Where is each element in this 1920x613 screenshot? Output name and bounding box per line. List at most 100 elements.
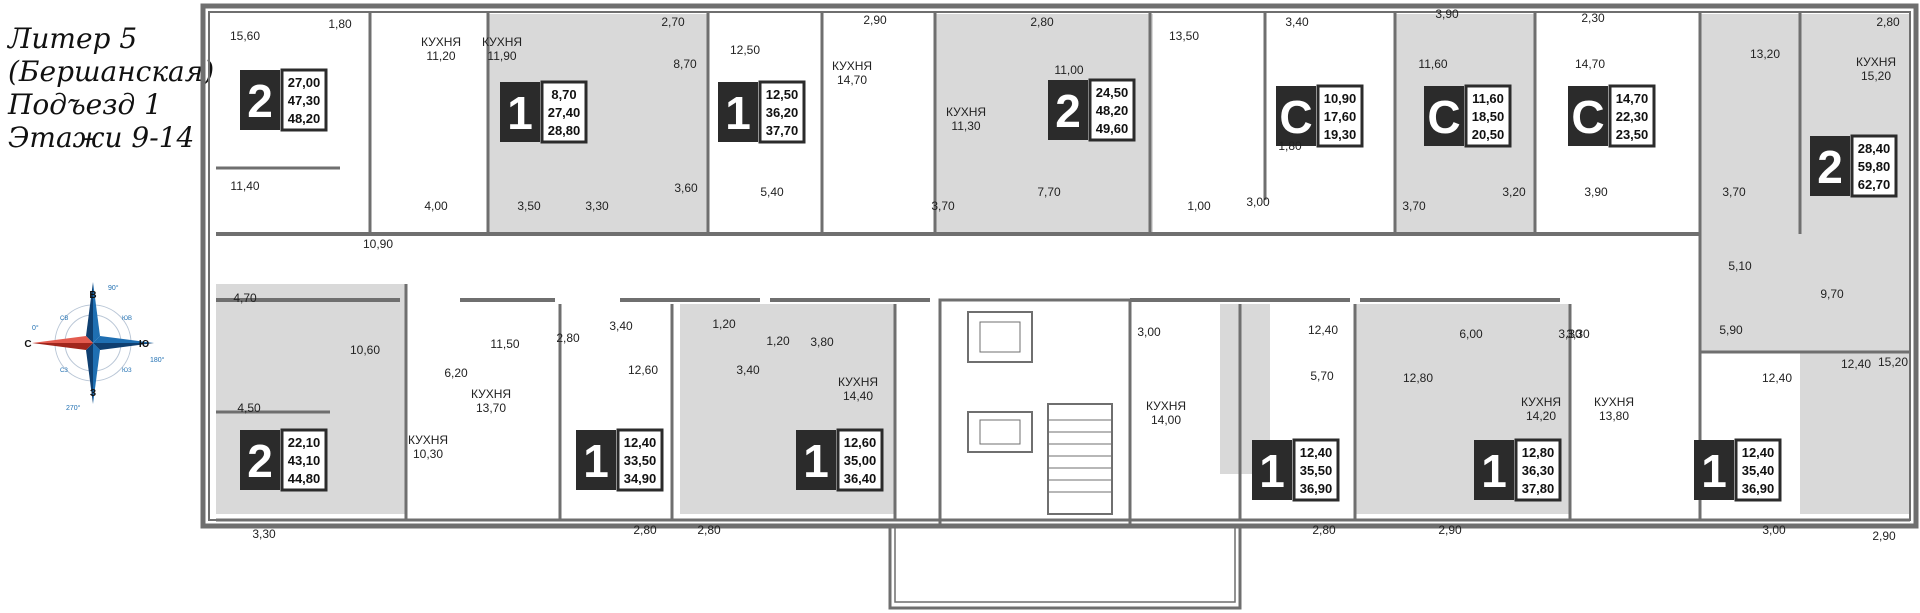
badge-type-box [576, 430, 616, 490]
apartment-area-value: 12,40 [1300, 445, 1333, 460]
apartment-type: С [1279, 91, 1312, 143]
badge-type-box [1048, 80, 1088, 140]
apartment-area-value: 36,30 [1522, 463, 1555, 478]
apartment-area-value: 27,00 [288, 75, 321, 90]
badge-type-box [1810, 136, 1850, 196]
apartment-area-value: 27,40 [548, 105, 581, 120]
room-area: 12,80 [1403, 371, 1433, 385]
badge-area-box [1088, 78, 1136, 142]
room-area: 13,50 [1169, 29, 1199, 43]
room-area: 2,80 [556, 331, 580, 345]
apartment-area-value: 8,70 [551, 87, 576, 102]
room-area: 3,50 [517, 199, 541, 213]
badge-type-box [1694, 440, 1734, 500]
badge-type-box [1424, 86, 1464, 146]
room-area: 1,00 [1187, 199, 1211, 213]
badge-type-box [1474, 440, 1514, 500]
badge-area-box [1734, 438, 1782, 502]
room-area: 12,60 [628, 363, 658, 377]
badge-area-box [616, 428, 664, 492]
room-area: 6,20 [444, 366, 468, 380]
apartment-badge: С 14,70 22,30 23,50 [1568, 84, 1656, 148]
apartment-area-value: 35,00 [844, 453, 877, 468]
badge-area-box [1316, 84, 1364, 148]
room-area: 3,00 [1246, 195, 1270, 209]
apartment-type: 1 [1701, 445, 1727, 497]
room-area: 5,40 [760, 185, 784, 199]
title-street: (Бершанская) [8, 55, 215, 88]
kitchen-area: 10,30 [413, 447, 443, 461]
room-area: 3,00 [1762, 523, 1786, 537]
badge-type-box [718, 82, 758, 142]
apartment-area-value: 23,50 [1616, 127, 1649, 142]
badge-area-box [280, 428, 328, 492]
apartment-area-value: 12,40 [624, 435, 657, 450]
compass-south-label: З [90, 388, 96, 399]
title-floors: Этажи 9-14 [8, 121, 195, 154]
apartment-area-value: 35,40 [1742, 463, 1775, 478]
room-area: 11,40 [230, 179, 259, 193]
room-area: 3,30 [1566, 327, 1590, 341]
compass-sw-label: СЗ [60, 368, 68, 374]
badge-area-box [540, 80, 588, 144]
apartment-area-value: 48,20 [288, 111, 321, 126]
room-area: 2,80 [1876, 15, 1900, 29]
apartment-area-value: 12,60 [844, 435, 877, 450]
room-area: 2,70 [661, 15, 685, 29]
kitchen-label: КУХНЯ [832, 59, 872, 73]
compass-south-deg: 270° [66, 404, 81, 412]
kitchen-label: КУХНЯ [1856, 55, 1896, 69]
room-area: 12,40 [1841, 357, 1871, 371]
title-entrance: Подъезд 1 [8, 88, 162, 121]
apartment-type: 1 [507, 87, 533, 139]
room-area: 11,60 [1418, 57, 1447, 71]
apartment-area-value: 37,70 [766, 123, 799, 138]
apartment-area-value: 17,60 [1324, 109, 1357, 124]
room-area: 3,30 [252, 527, 276, 541]
title-liter: Литер 5 [8, 22, 138, 55]
apartment-area-value: 12,80 [1522, 445, 1555, 460]
kitchen-area: 11,20 [426, 49, 455, 63]
apartment-area-value: 47,30 [288, 93, 321, 108]
room-area: 3,60 [674, 181, 698, 195]
room-area: 7,70 [1037, 185, 1061, 199]
apartment-area-value: 59,80 [1858, 159, 1891, 174]
apartment-area-value: 43,10 [288, 453, 321, 468]
apartment-type: С [1571, 91, 1604, 143]
apartment-area-value: 20,50 [1472, 127, 1505, 142]
room-area: 3,70 [1402, 199, 1426, 213]
badge-type-box [500, 82, 540, 142]
room-area: 3,80 [810, 335, 834, 349]
room-area: 6,00 [1459, 327, 1483, 341]
apartment-type: 2 [247, 435, 273, 487]
room-area: 3,40 [736, 363, 760, 377]
partitions [216, 12, 1910, 522]
kitchen-label: КУХНЯ [946, 105, 986, 119]
room-area: 11,50 [490, 337, 519, 351]
apartment-type: 2 [1817, 141, 1843, 193]
compass-ne-label: ЮВ [122, 316, 132, 322]
apartment-area-value: 22,30 [1616, 109, 1649, 124]
compass-west-deg: 0° [32, 324, 39, 332]
room-area: 10,60 [350, 343, 380, 357]
apartment-area-value: 34,90 [624, 471, 657, 486]
room-area: 5,70 [1310, 369, 1334, 383]
apartment-area-value: 12,40 [1742, 445, 1775, 460]
apartment-type: 2 [247, 75, 273, 127]
badge-area-box [1464, 84, 1512, 148]
kitchen-label: КУХНЯ [408, 433, 448, 447]
badge-type-box [796, 430, 836, 490]
badge-area-box [836, 428, 884, 492]
room-area: 3,90 [1584, 185, 1608, 199]
room-area: 12,40 [1308, 323, 1338, 337]
apartment-area-value: 14,70 [1616, 91, 1649, 106]
